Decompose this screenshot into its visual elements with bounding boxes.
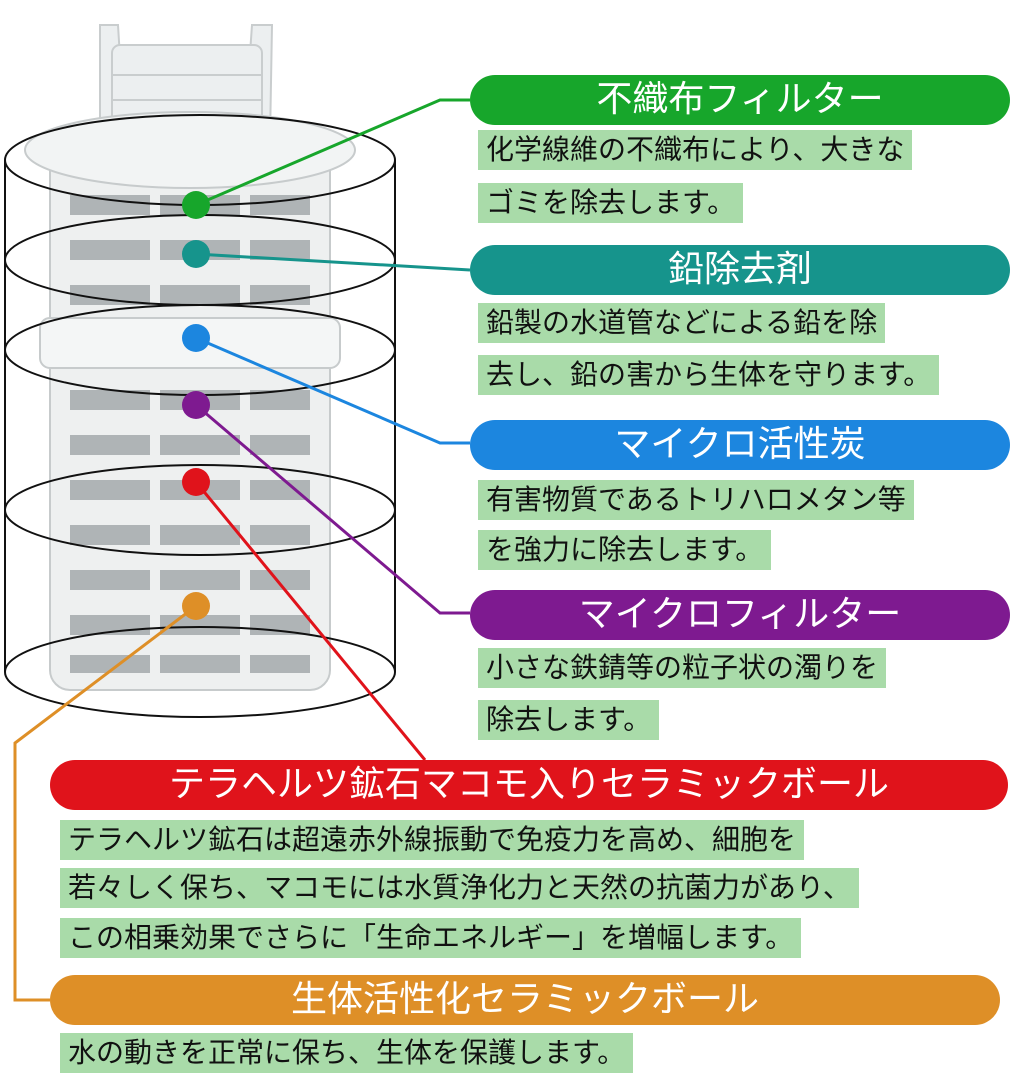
layer-description-line: 水の動きを正常に保ち、生体を保護します。 — [60, 1033, 634, 1073]
layer-title-banner: マイクロ活性炭 — [470, 420, 1010, 470]
layer-title-banner: テラヘルツ鉱石マコモ入りセラミックボール — [50, 760, 1008, 810]
cartridge-body — [24, 111, 356, 691]
layer-title-banner: マイクロフィルター — [470, 590, 1010, 640]
connector-line — [195, 252, 471, 272]
connector-line — [194, 481, 427, 761]
layer-description-line: を強力に除去します。 — [478, 530, 772, 570]
layer-description-line: 若々しく保ち、マコモには水質浄化力と天然の抗菌力があり、 — [60, 868, 859, 908]
layer-marker-dot — [182, 324, 210, 352]
layer-title-banner: 鉛除去剤 — [470, 245, 1010, 295]
layer-description-line: 除去します。 — [478, 700, 660, 740]
connector-lines — [13, 98, 471, 1002]
layer-marker-dot — [182, 391, 210, 419]
layer-description-line: 小さな鉄錆等の粒子状の濁りを — [478, 648, 887, 688]
layer-marker-dot — [182, 240, 210, 268]
connector-line — [195, 98, 470, 207]
layer-description-line: テラヘルツ鉱石は超遠赤外線振動で免疫力を高め、細胞を — [60, 820, 805, 860]
connector-line — [195, 336, 470, 445]
connector-line — [195, 403, 470, 615]
layer-marker-dot — [182, 592, 210, 620]
layer-description-line: 有害物質であるトリハロメタン等 — [478, 480, 914, 520]
layer-marker-dot — [182, 468, 210, 496]
layer-description-line: 鉛製の水道管などによる鉛を除 — [478, 303, 886, 343]
layer-description-line: 去し、鉛の害から生体を守ります。 — [478, 355, 940, 395]
layer-description-line: 化学線維の不織布により、大きな — [478, 130, 913, 170]
layer-title-banner: 生体活性化セラミックボール — [50, 975, 1000, 1025]
layer-description-line: この相乗効果でさらに「生命エネルギー」を増幅します。 — [60, 918, 802, 958]
connector-line — [13, 604, 197, 1002]
layer-marker-dot — [182, 191, 210, 219]
layer-description-line: ゴミを除去します。 — [478, 183, 744, 223]
layer-title-banner: 不織布フィルター — [470, 75, 1010, 125]
